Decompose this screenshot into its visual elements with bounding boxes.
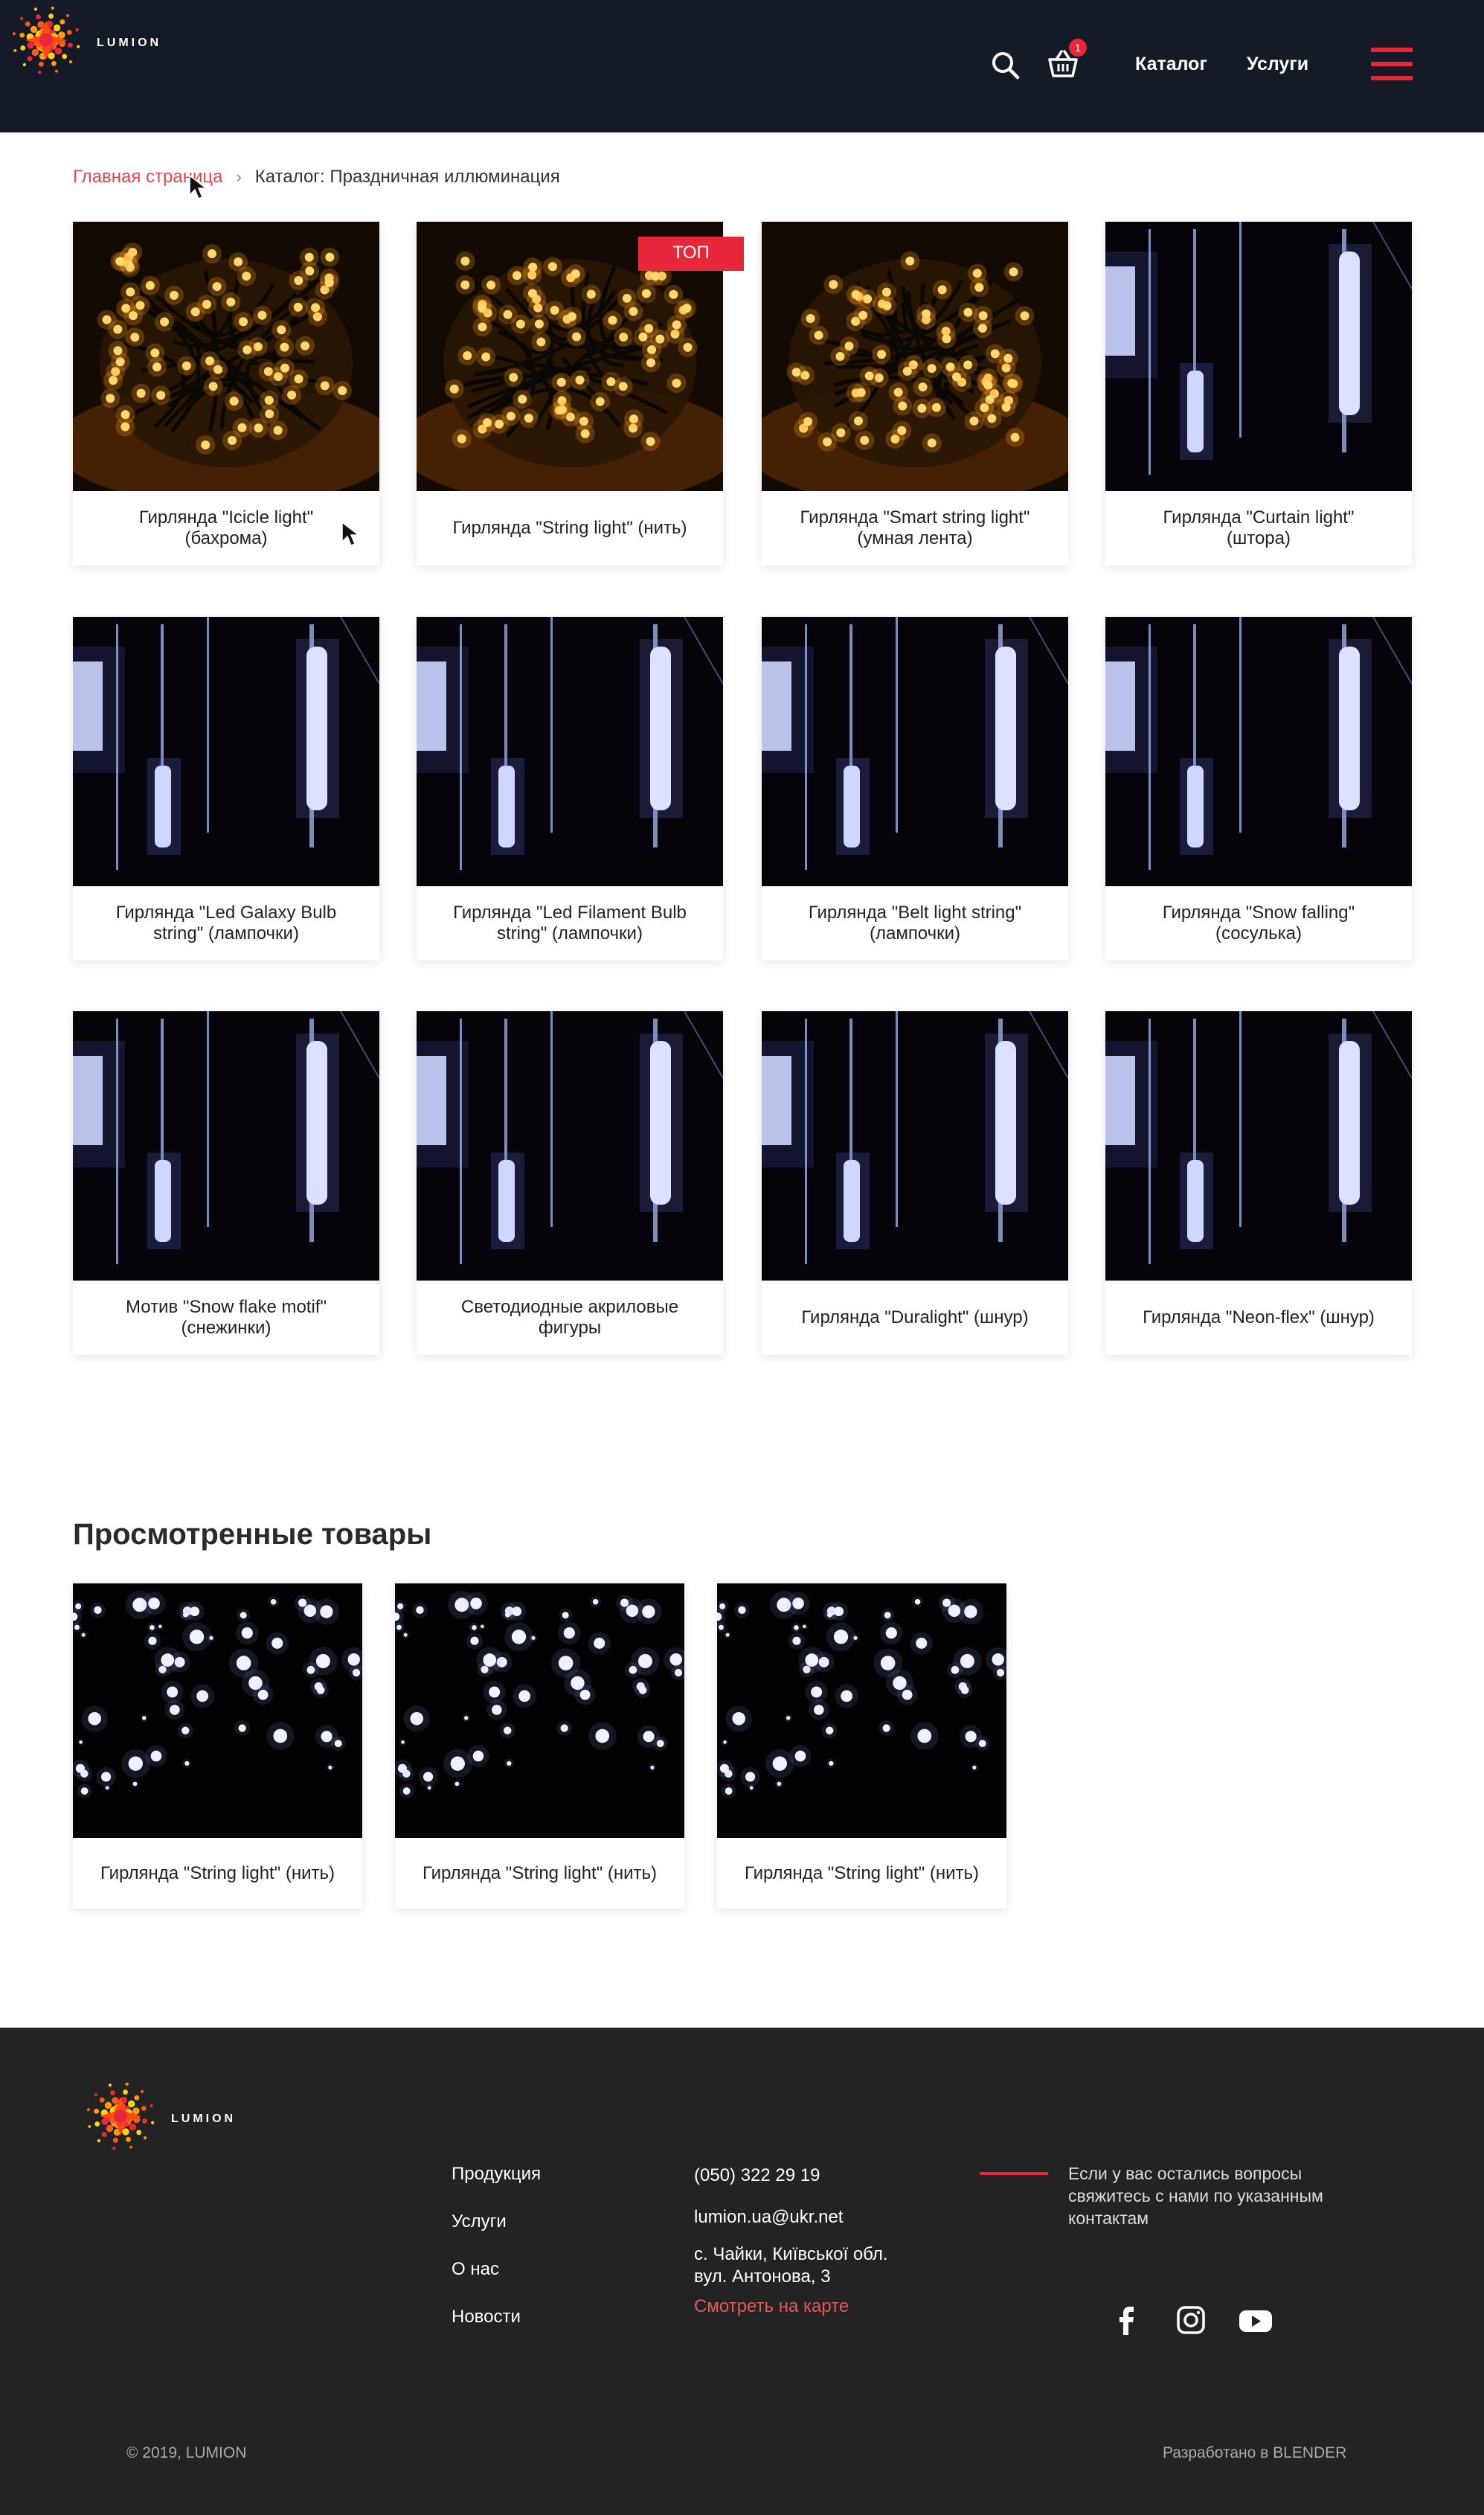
nav-services[interactable]: Услуги	[1247, 54, 1309, 74]
product-card[interactable]: Гирлянда "Icicle light" (бахрома)	[73, 222, 379, 566]
footer-copyright: © 2019, LUMION	[126, 2444, 247, 2461]
footer-menu-services[interactable]: Услуги	[452, 2211, 507, 2232]
brand-name: LUMION	[97, 36, 162, 49]
site-header	[0, 0, 1484, 132]
product-image[interactable]	[417, 617, 723, 886]
product-image[interactable]	[73, 617, 379, 886]
footer-phone[interactable]: (050) 322 29 19	[694, 2165, 820, 2185]
product-name[interactable]: Гирлянда "Neon-flex" (шнур)	[1143, 1307, 1375, 1327]
product-name[interactable]: Гирлянда "Curtain light" (штора)	[1163, 507, 1355, 548]
viewed-product-card[interactable]: Гирлянда "String light" (нить)	[395, 1583, 684, 1909]
product-image[interactable]	[417, 1011, 723, 1281]
product-card[interactable]: Гирлянда "Led Filament Bulb string" (лам…	[417, 617, 723, 961]
breadcrumb-current: Каталог: Праздничная иллюминация	[254, 167, 560, 187]
footer-contact-note: Если у вас остались вопросы свяжитесь с …	[1068, 2164, 1323, 2228]
breadcrumb-separator: ›	[236, 167, 242, 186]
top-badge: ТОП	[638, 237, 744, 271]
facebook-icon[interactable]	[1108, 2305, 1146, 2336]
product-image[interactable]	[1105, 222, 1412, 491]
viewed-products-title: Просмотренные товары	[73, 1518, 432, 1551]
footer-address-line1: с. Чайки, Київської обл.	[694, 2244, 888, 2264]
footer-accent-line	[980, 2172, 1048, 2175]
cart-count-badge: 1	[1069, 39, 1087, 57]
product-card[interactable]: Гирлянда "Neon-flex" (шнур)	[1105, 1011, 1412, 1355]
header-logo[interactable]: LUMION	[0, 0, 161, 86]
footer-map-link[interactable]: Смотреть на карте	[694, 2296, 849, 2316]
footer-email[interactable]: lumion.ua@ukr.net	[694, 2207, 844, 2227]
product-image[interactable]	[1105, 617, 1412, 886]
product-image[interactable]	[762, 617, 1068, 886]
footer-address-line2: вул. Антонова, 3	[694, 2266, 831, 2287]
mouse-cursor-icon	[188, 174, 211, 205]
footer-logo[interactable]: LUMION	[74, 2076, 236, 2162]
viewed-product-name[interactable]: Гирлянда "String light" (нить)	[744, 1862, 980, 1883]
viewed-product-image[interactable]	[395, 1583, 684, 1838]
product-image[interactable]	[1105, 1011, 1412, 1281]
search-icon[interactable]	[989, 49, 1022, 82]
footer-developer-credit[interactable]: Разработано в BLENDER	[1163, 2444, 1347, 2461]
product-image[interactable]	[73, 1011, 379, 1281]
youtube-icon[interactable]	[1237, 2305, 1274, 2336]
product-image[interactable]	[73, 222, 379, 491]
footer-menu-products[interactable]: Продукция	[452, 2164, 542, 2184]
product-name[interactable]: Гирлянда "Icicle light" (бахрома)	[138, 507, 314, 548]
viewed-product-name[interactable]: Гирлянда "String light" (нить)	[100, 1862, 335, 1883]
cart-icon[interactable]	[1047, 48, 1079, 80]
nav-catalog[interactable]: Каталог	[1135, 54, 1207, 74]
logo-burst-icon	[0, 0, 97, 86]
product-card[interactable]: Мотив "Snow flake motif" (снежинки)	[73, 1011, 379, 1355]
product-card[interactable]: Светодиодные акриловые фигуры	[417, 1011, 723, 1355]
product-card[interactable]: Гирлянда "Belt light string" (лампочки)	[762, 617, 1068, 961]
product-name[interactable]: Гирлянда "Belt light string" (лампочки)	[808, 903, 1022, 943]
viewed-product-card[interactable]: Гирлянда "String light" (нить)	[73, 1583, 362, 1909]
product-name[interactable]: Гирлянда "Smart string light" (умная лен…	[800, 507, 1030, 548]
product-card[interactable]: Гирлянда "Curtain light" (штора)	[1105, 222, 1412, 566]
viewed-product-image[interactable]	[73, 1583, 362, 1838]
footer-menu-news[interactable]: Новости	[452, 2307, 521, 2327]
product-card[interactable]: Гирлянда "Smart string light" (умная лен…	[762, 222, 1068, 566]
product-name[interactable]: Гирлянда "String light" (нить)	[452, 518, 687, 538]
breadcrumb: Главная страница › Каталог: Праздничная …	[73, 167, 560, 188]
product-name[interactable]: Мотив "Snow flake motif" (снежинки)	[125, 1297, 327, 1338]
mouse-cursor-icon	[341, 521, 363, 551]
product-card[interactable]: Гирлянда "String light" (нить) ТОП	[417, 222, 744, 566]
footer-menu-about[interactable]: О нас	[452, 2259, 499, 2279]
product-name[interactable]: Гирлянда "Led Galaxy Bulb string" (лампо…	[115, 903, 337, 943]
viewed-product-card[interactable]: Гирлянда "String light" (нить)	[717, 1583, 1006, 1909]
product-card[interactable]: Гирлянда "Duralight" (шнур)	[762, 1011, 1068, 1355]
site-footer	[0, 2028, 1484, 2515]
viewed-product-name[interactable]: Гирлянда "String light" (нить)	[422, 1862, 658, 1883]
viewed-product-image[interactable]	[717, 1583, 1006, 1838]
product-card[interactable]: Гирлянда "Snow falling" (сосулька)	[1105, 617, 1412, 961]
product-name[interactable]: Гирлянда "Duralight" (шнур)	[801, 1307, 1029, 1327]
logo-burst-icon	[74, 2076, 171, 2162]
product-name[interactable]: Светодиодные акриловые фигуры	[460, 1297, 679, 1338]
product-name[interactable]: Гирлянда "Led Filament Bulb string" (лам…	[453, 903, 687, 943]
instagram-icon[interactable]	[1172, 2305, 1210, 2336]
product-card[interactable]: Гирлянда "Led Galaxy Bulb string" (лампо…	[73, 617, 379, 961]
product-image[interactable]	[762, 222, 1068, 491]
footer-brand-name: LUMION	[171, 2112, 237, 2125]
menu-hamburger-icon[interactable]	[1371, 48, 1413, 80]
product-image[interactable]	[762, 1011, 1068, 1281]
product-name[interactable]: Гирлянда "Snow falling" (сосулька)	[1162, 903, 1355, 943]
